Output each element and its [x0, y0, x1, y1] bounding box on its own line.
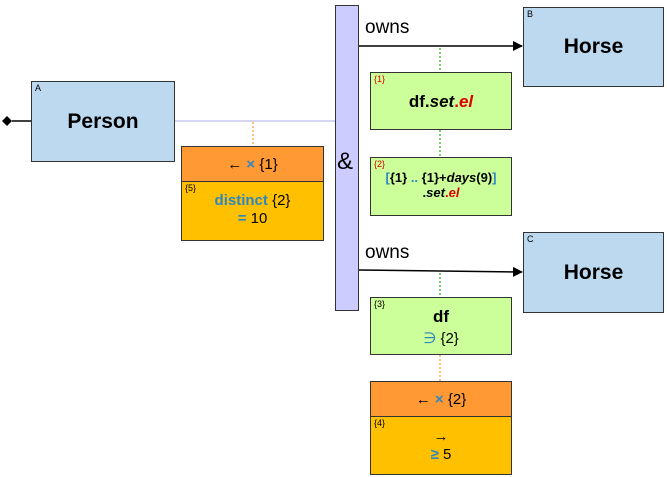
box2-range: .. — [410, 170, 419, 185]
box1-el: el — [458, 92, 474, 111]
and-symbol: & — [337, 148, 354, 175]
person-constraint-body[interactable]: {5} distinct {2} = 10 — [181, 181, 324, 241]
box1-set: set — [429, 92, 455, 111]
path-box-3-tag: {3} — [374, 299, 386, 309]
entity-person[interactable]: A Person — [31, 81, 175, 162]
person-constraint-ref: {2} — [272, 192, 291, 209]
box1-dot1: . — [424, 92, 430, 111]
box2-fn: days — [446, 170, 477, 185]
path-box-1[interactable]: {1} df.set.el — [370, 72, 512, 130]
box2-open: [ — [385, 170, 390, 185]
left-arrow-icon: ← — [227, 155, 243, 173]
entity-horse-b-corner: B — [527, 9, 534, 19]
box3-ref: {2} — [440, 330, 459, 347]
box4-head[interactable]: ← × {2} — [370, 381, 512, 417]
cross-icon: × — [434, 390, 444, 408]
entity-horse-b[interactable]: B Horse — [523, 7, 664, 87]
box1-df: df — [408, 92, 425, 111]
owns-label-top: owns — [365, 17, 410, 38]
and-bar[interactable]: & — [335, 5, 359, 311]
box4-body[interactable]: {4} → ≥ 5 — [370, 416, 512, 475]
box4-head-ref: {2} — [447, 390, 467, 408]
path-box-1-tag: {1} — [374, 74, 386, 84]
box2-el: el — [448, 185, 460, 200]
right-arrow-icon: → — [433, 428, 449, 445]
aggregation-diamond — [2, 116, 12, 126]
equals-operator: = — [237, 210, 247, 227]
entity-horse-c[interactable]: C Horse — [523, 232, 664, 313]
distinct-keyword: distinct — [214, 192, 268, 209]
path-box-2-tag: {2} — [374, 159, 386, 169]
box2-dot2: . — [444, 185, 449, 200]
box2-plus: + — [439, 170, 447, 185]
owns-edge-bottom — [358, 266, 523, 277]
box2-arg: (9) — [476, 170, 493, 185]
person-constraint-tag: {5} — [185, 183, 197, 193]
box2-close: ] — [492, 170, 497, 185]
box2-set: set — [426, 185, 445, 200]
entity-horse-b-label: Horse — [563, 35, 624, 58]
box1-dot2: . — [454, 92, 459, 111]
box3-title: df — [432, 307, 450, 326]
box4-value: 5 — [443, 446, 452, 463]
entity-horse-c-corner: C — [527, 234, 534, 244]
entity-person-label: Person — [67, 109, 139, 133]
box2-b: {1} — [421, 170, 440, 185]
person-constraint-head-ref: {1} — [259, 155, 278, 173]
entity-horse-c-label: Horse — [563, 260, 624, 284]
path-box-2[interactable]: {2} [{1} .. {1}+days(9)] .set.el — [370, 157, 512, 216]
box4-tag: {4} — [374, 418, 386, 428]
cross-icon: × — [246, 155, 256, 173]
person-constraint-value: 10 — [250, 210, 268, 227]
left-arrow-icon: ← — [415, 390, 431, 408]
box2-a: {1} — [389, 170, 408, 185]
box2-dot1: . — [422, 185, 427, 200]
contains-icon: ∋ — [423, 330, 437, 347]
entity-person-corner: A — [35, 83, 42, 93]
gte-operator: ≥ — [430, 446, 439, 463]
owns-label-bottom: owns — [365, 242, 410, 263]
path-box-3[interactable]: {3} df ∋ {2} — [370, 297, 512, 355]
person-constraint-head[interactable]: ← × {1} — [181, 146, 324, 182]
